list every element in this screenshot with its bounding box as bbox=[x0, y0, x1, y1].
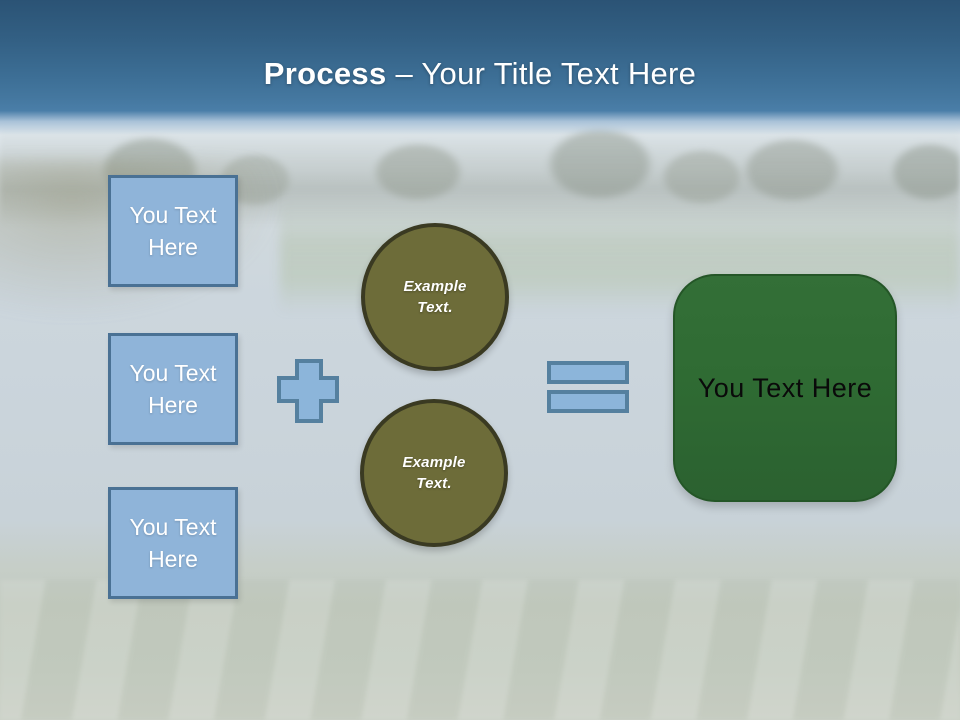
result-box[interactable]: You Text Here bbox=[673, 274, 897, 502]
placeholder-box-2-label: You Text Here bbox=[129, 360, 217, 418]
title-keyword: Process bbox=[263, 56, 387, 91]
example-circle-1[interactable]: Example Text. bbox=[361, 223, 509, 371]
example-circle-1-label: Example Text. bbox=[403, 278, 467, 316]
placeholder-box-1-label: You Text Here bbox=[129, 202, 217, 260]
example-circle-2-label: Example Text. bbox=[402, 454, 466, 492]
title-bar bbox=[0, 0, 960, 135]
plus-icon bbox=[277, 359, 339, 423]
page-title: Process– Your Title Text Here bbox=[0, 56, 960, 92]
background-grass bbox=[0, 580, 960, 720]
example-circle-2[interactable]: Example Text. bbox=[360, 399, 508, 547]
equals-icon bbox=[547, 361, 629, 413]
placeholder-box-3[interactable]: You Text Here bbox=[108, 487, 238, 599]
placeholder-box-3-label: You Text Here bbox=[129, 514, 217, 572]
result-box-label: You Text Here bbox=[697, 372, 873, 403]
title-subtitle: – Your Title Text Here bbox=[395, 56, 697, 91]
placeholder-box-1[interactable]: You Text Here bbox=[108, 175, 238, 287]
placeholder-box-2[interactable]: You Text Here bbox=[108, 333, 238, 445]
